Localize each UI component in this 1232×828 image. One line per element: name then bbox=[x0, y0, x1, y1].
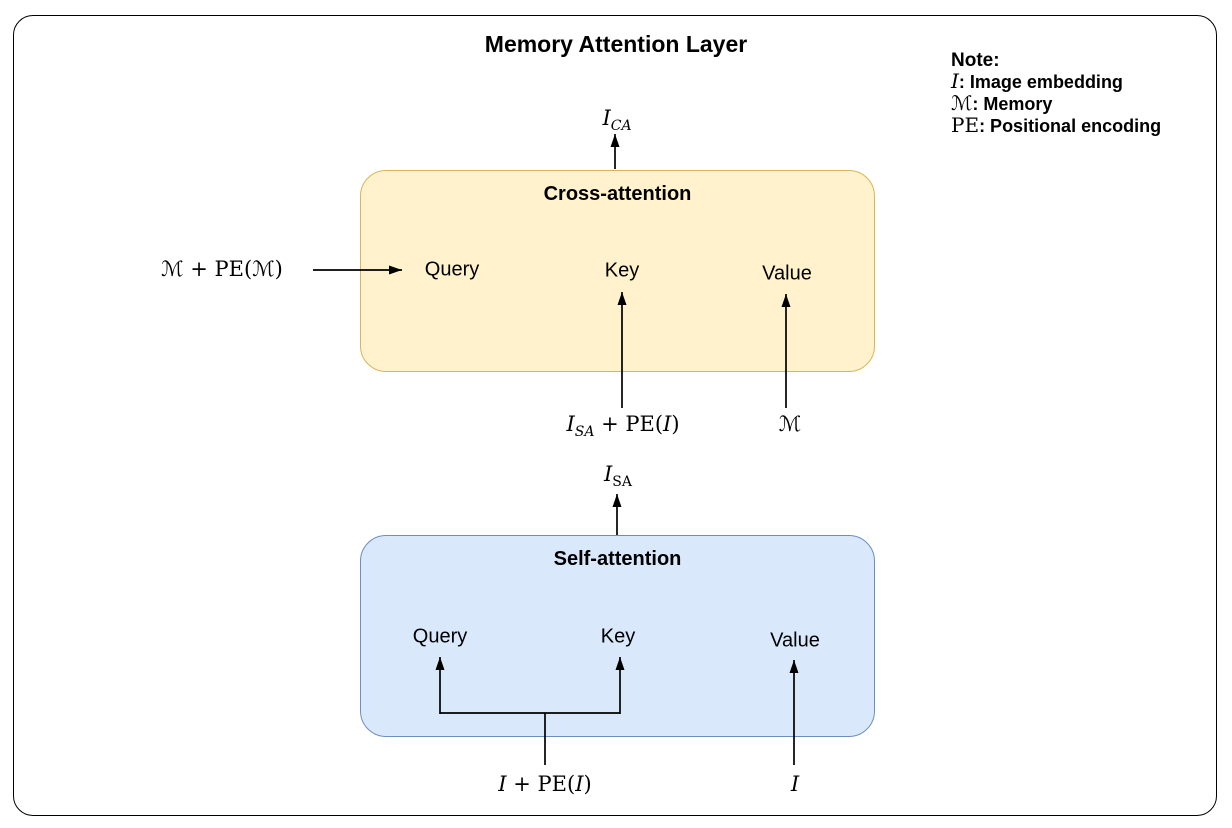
label-isa-pe-input: ISA + PE(I) bbox=[566, 412, 680, 439]
label-ica-output: ICA bbox=[602, 106, 631, 133]
note-symbol-pe: PE bbox=[951, 113, 980, 137]
i-pe-close: ) bbox=[583, 772, 592, 796]
label-i-pe-input: I + PE(I) bbox=[498, 772, 591, 796]
self-attention-block: Self-attention bbox=[360, 535, 875, 737]
diagram-title: Memory Attention Layer bbox=[484, 31, 748, 57]
self-attention-key-port: Key bbox=[600, 625, 636, 648]
note-symbol-memory: ℳ bbox=[951, 91, 973, 115]
note-item-image-embedding: I: Image embedding bbox=[951, 71, 1161, 93]
label-memory-input: ℳ bbox=[778, 412, 802, 436]
cross-attention-title: Cross-attention bbox=[543, 183, 692, 205]
note-item-memory: ℳ: Memory bbox=[951, 93, 1161, 115]
note-item-positional-encoding: PE: Positional encoding bbox=[951, 115, 1161, 137]
ica-base: I bbox=[602, 106, 611, 130]
cross-attention-key-port: Key bbox=[604, 259, 640, 282]
note-desc-positional-encoding: : Positional encoding bbox=[979, 116, 1162, 136]
isa-sub: SA bbox=[612, 474, 632, 491]
label-isa-output: ISA bbox=[604, 462, 632, 489]
i-input-base: I bbox=[790, 772, 800, 796]
isa-base: I bbox=[604, 462, 613, 486]
label-i-input: I bbox=[791, 772, 799, 796]
ica-sub: CA bbox=[610, 118, 632, 135]
note-panel: Note: I: Image embedding ℳ: Memory PE: P… bbox=[951, 50, 1161, 137]
self-attention-value-port: Value bbox=[770, 629, 820, 652]
self-attention-title: Self-attention bbox=[553, 548, 682, 570]
cross-attention-block: Cross-attention bbox=[360, 170, 875, 372]
i-pe-plus: + PE( bbox=[506, 772, 576, 796]
cross-attention-value-port: Value bbox=[762, 262, 812, 285]
i-pe-arg: I bbox=[575, 772, 584, 796]
isa-pe-arg: I bbox=[663, 412, 672, 436]
i-pe-base: I bbox=[498, 772, 507, 796]
note-desc-memory: : Memory bbox=[972, 94, 1053, 114]
note-desc-image-embedding: : Image embedding bbox=[958, 72, 1123, 92]
label-memory-pe-input: ℳ + PE(ℳ) bbox=[161, 257, 283, 281]
isa-pe-base: I bbox=[566, 412, 575, 436]
note-symbol-i: I bbox=[951, 69, 959, 93]
isa-pe-close: ) bbox=[671, 412, 680, 436]
self-attention-query-port: Query bbox=[412, 625, 468, 648]
isa-pe-sub: SA bbox=[574, 424, 595, 441]
cross-attention-query-port: Query bbox=[424, 258, 480, 281]
isa-pe-plus: + PE( bbox=[594, 412, 664, 436]
note-heading: Note: bbox=[951, 50, 1000, 71]
